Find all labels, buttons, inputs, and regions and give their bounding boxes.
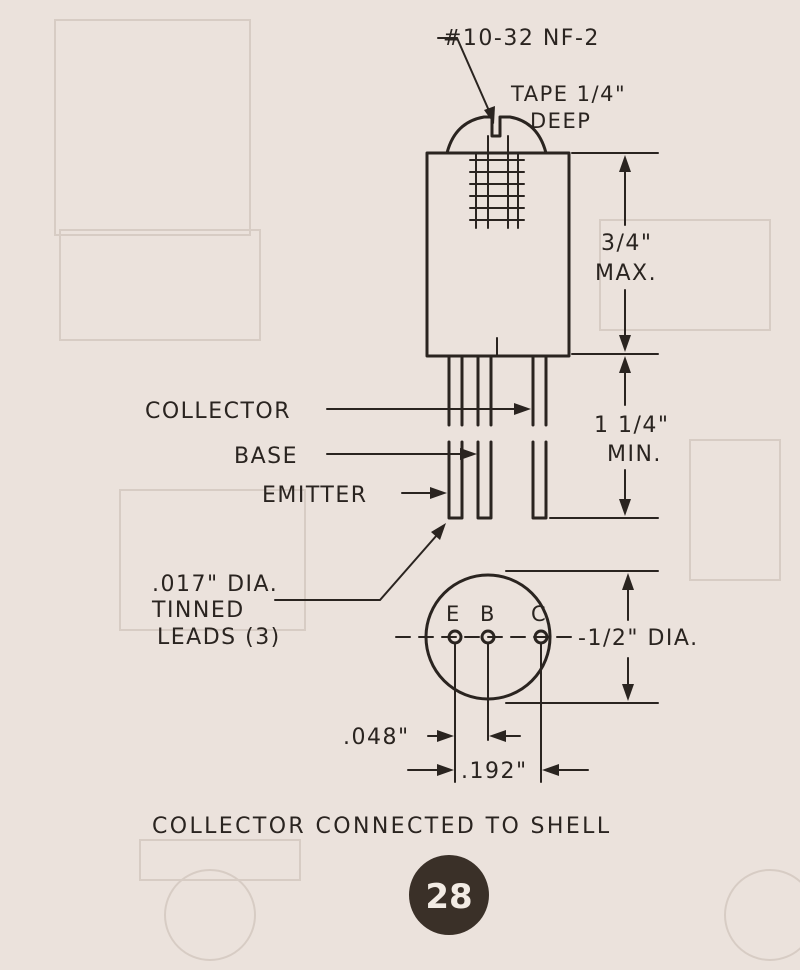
bottom-view — [395, 570, 659, 783]
lead-length-qualifier: MIN. — [607, 442, 662, 467]
spacing-small-label: .048" — [343, 725, 410, 750]
page-number: 28 — [425, 877, 472, 917]
pin-c-label: C — [531, 602, 547, 626]
lead-spec-line2: TINNED — [151, 598, 245, 623]
emitter-label: EMITTER — [262, 483, 368, 508]
page-number-badge: 28 — [409, 855, 489, 935]
lead-collector-upper — [531, 354, 548, 427]
spacing-large-label: .192" — [461, 759, 528, 784]
lead-length-value: 1 1/4" — [594, 413, 670, 438]
pin-b-label: B — [480, 602, 496, 626]
lead-collector-lower — [531, 440, 548, 520]
lead-spec-line1: .017" DIA. — [152, 572, 278, 597]
base-label: BASE — [234, 444, 298, 469]
labels: #10-32 NF-2 TAPE 1/4" DEEP 3/4" MAX. 1 1… — [145, 26, 699, 839]
height-dimension-qualifier: MAX. — [595, 261, 657, 286]
can-dome — [445, 115, 548, 155]
lead-emitter-upper — [447, 354, 464, 427]
lead-spec-line3: LEADS (3) — [157, 625, 281, 650]
lead-base-upper — [476, 354, 493, 427]
tape-label-line2: DEEP — [530, 109, 591, 133]
pin-e-label: E — [446, 602, 461, 626]
height-dimension-value: 3/4" — [601, 231, 653, 256]
diameter-label: -1/2" DIA. — [578, 626, 699, 651]
lead-base-lower — [476, 440, 493, 520]
thread-detail — [469, 135, 525, 229]
thread-callout-leader — [437, 37, 495, 124]
dimension-lines — [549, 152, 659, 519]
leads — [447, 337, 548, 520]
lead-emitter-lower — [447, 440, 464, 520]
collector-label: COLLECTOR — [145, 399, 291, 424]
caption: COLLECTOR CONNECTED TO SHELL — [152, 814, 611, 839]
lead-callout-arrows — [274, 403, 531, 601]
bleed-through-background — [54, 19, 800, 961]
transistor-can — [425, 115, 571, 358]
thread-spec-label: #10-32 NF-2 — [443, 26, 600, 51]
tape-label-line1: TAPE 1/4" — [510, 82, 626, 106]
